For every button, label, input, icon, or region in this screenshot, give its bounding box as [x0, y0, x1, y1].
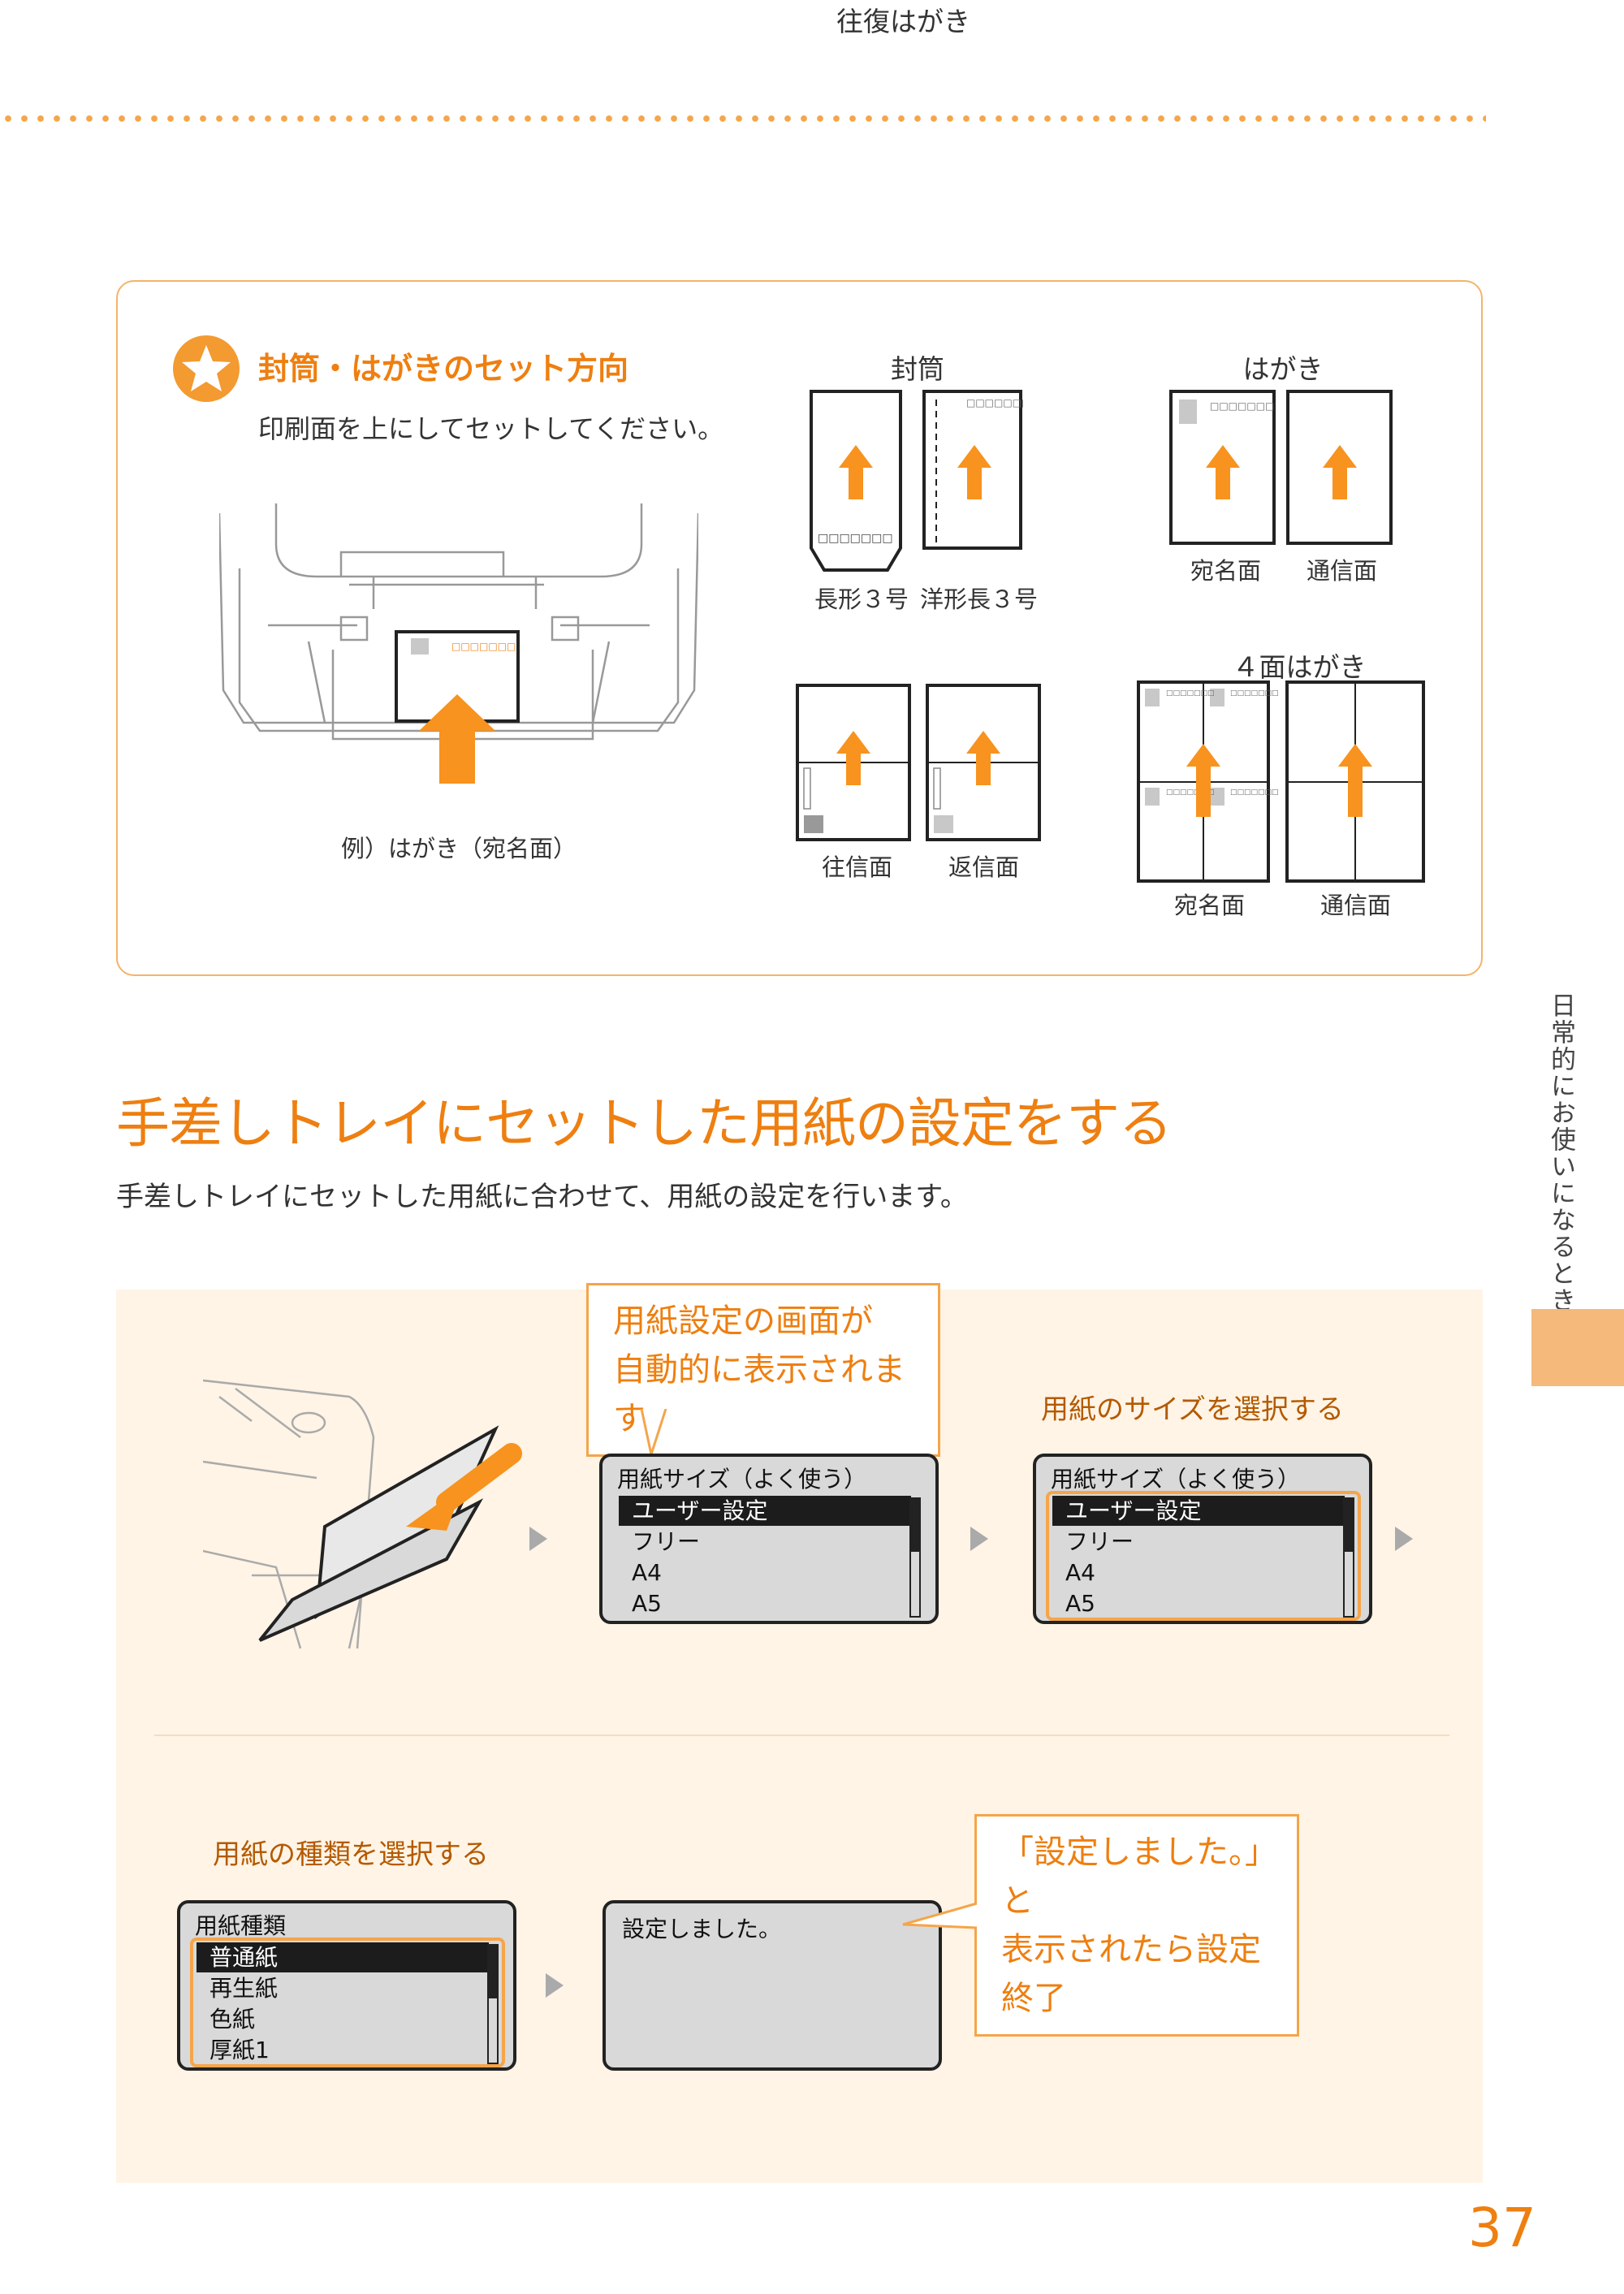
callout-pointer: [640, 1409, 667, 1458]
dotted-rule: [0, 114, 1486, 123]
lcd-item-a5[interactable]: A5: [632, 1590, 662, 1617]
stamp-mark: □□□□□□□: [1210, 400, 1274, 412]
envelope-left-label: 長形３号: [814, 585, 909, 613]
callout-auto-screen: 用紙設定の画面が 自動的に表示されます: [586, 1283, 940, 1457]
lcd-paper-size-selected: 用紙サイズ（よく使う） ユーザー設定 フリー A4 A5: [1033, 1454, 1372, 1624]
stamp-mark: □□□□□□□: [818, 532, 893, 545]
callout-auto-line2: 自動的に表示されます: [613, 1351, 905, 1437]
lcd-item-a4[interactable]: A4: [632, 1559, 662, 1586]
lcd-title: 用紙種類: [195, 1912, 287, 1939]
lcd-item-free[interactable]: フリー: [1065, 1528, 1134, 1555]
step-select-type: 用紙の種類を選択する: [213, 1838, 489, 1871]
callout-finished-line2: 表示されたら設定: [1001, 1931, 1261, 1968]
lcd-title: 用紙サイズ（よく使う）: [617, 1466, 867, 1493]
section-lead: 手差しトレイにセットした用紙に合わせて、用紙の設定を行います。: [116, 1181, 968, 1213]
lcd-item-a4[interactable]: A4: [1065, 1559, 1095, 1586]
step-select-size: 用紙のサイズを選択する: [1041, 1393, 1344, 1426]
envelope-illustration: □□□□□□□ □□□□□□□: [810, 390, 1023, 572]
stamp-mark: □□□□□□□: [1166, 689, 1215, 698]
lcd-item-heavy1[interactable]: 厚紙1: [209, 2037, 270, 2063]
lcd-item-color[interactable]: 色紙: [209, 2006, 256, 2033]
callout-finished: 「設定しました。」と 表示されたら設定 終了: [974, 1814, 1299, 2037]
postcard-left-label: 宛名面: [1190, 557, 1262, 585]
flow-divider: [154, 1735, 1449, 1736]
step-arrow: [546, 1973, 564, 1998]
example-caption: 例）はがき（宛名面）: [341, 835, 577, 862]
envelope-right-label: 洋形長３号: [920, 585, 1039, 613]
step-arrow: [1395, 1527, 1413, 1551]
lcd-item-user-setting[interactable]: ユーザー設定: [1052, 1496, 1345, 1526]
lcd-scrollbar[interactable]: [1343, 1497, 1354, 1618]
lcd-item-a5[interactable]: A5: [1065, 1590, 1095, 1617]
reply-header: 往復はがき: [836, 6, 970, 37]
lcd-title: 用紙サイズ（よく使う）: [1051, 1466, 1301, 1493]
postcard-right-label: 通信面: [1307, 557, 1378, 585]
reply-postcard-illustration: [796, 684, 1041, 841]
star-icon: [173, 335, 240, 402]
four-header: ４面はがき: [1232, 651, 1367, 683]
envelope-header: 封筒: [891, 353, 944, 385]
postcard-illustration: □□□□□□□: [1169, 390, 1393, 545]
tray-illustration: □□□□□□□: [219, 503, 698, 784]
reply-left-label: 往信面: [822, 853, 893, 881]
lcd-done-message: 設定しました。: [622, 1916, 782, 1942]
side-tab: [1531, 1309, 1624, 1386]
section-heading: 手差しトレイにセットした用紙の設定をする: [116, 1092, 1173, 1155]
stamp-mark: □□□□□□□: [1230, 689, 1279, 698]
lcd-item-plain[interactable]: 普通紙: [197, 1942, 489, 1972]
selection-highlight: [1046, 1491, 1361, 1621]
lcd-done: 設定しました。: [603, 1900, 942, 2071]
callout-finished-line1: 「設定しました。」と: [1001, 1834, 1261, 1920]
printer-illustration: [203, 1379, 522, 1649]
stamp-mark: □□□□□□□: [1230, 788, 1279, 797]
lcd-scrollbar[interactable]: [909, 1497, 921, 1618]
info-title: 封筒・はがきのセット方向: [258, 351, 629, 387]
callout-finished-line3: 終了: [1001, 1980, 1066, 2017]
postcard-header: はがき: [1242, 353, 1324, 385]
stamp-mark: □□□□□□□: [451, 641, 516, 652]
step-arrow: [529, 1527, 547, 1551]
side-tab-label: 日常的にお使いになるときに: [1546, 992, 1575, 1341]
info-subtitle: 印刷面を上にしてセットしてください。: [258, 413, 724, 444]
lcd-item-free[interactable]: フリー: [632, 1528, 701, 1555]
four-postcard-illustration: □□□□□□□ □□□□□□□ □□□□□□□ □□□□□□□: [1137, 680, 1425, 883]
selection-highlight: [190, 1938, 505, 2067]
lcd-item-recycled[interactable]: 再生紙: [209, 1975, 279, 2002]
four-left-label: 宛名面: [1174, 892, 1246, 919]
callout-auto-line1: 用紙設定の画面が: [613, 1303, 873, 1340]
reply-right-label: 返信面: [948, 853, 1020, 881]
lcd-paper-type: 用紙種類 普通紙 再生紙 色紙 厚紙1: [177, 1900, 516, 2071]
lcd-item-user-setting[interactable]: ユーザー設定: [619, 1496, 911, 1526]
stamp-mark: □□□□□□□: [966, 397, 1023, 408]
page-number: 37: [1468, 2197, 1536, 2259]
lcd-paper-size: 用紙サイズ（よく使う） ユーザー設定 フリー A4 A5: [599, 1454, 939, 1624]
stamp-mark: □□□□□□□: [1166, 788, 1215, 797]
callout-pointer: [902, 1902, 978, 1929]
step-arrow: [970, 1527, 988, 1551]
lcd-scrollbar[interactable]: [487, 1944, 499, 2064]
four-right-label: 通信面: [1320, 892, 1392, 919]
